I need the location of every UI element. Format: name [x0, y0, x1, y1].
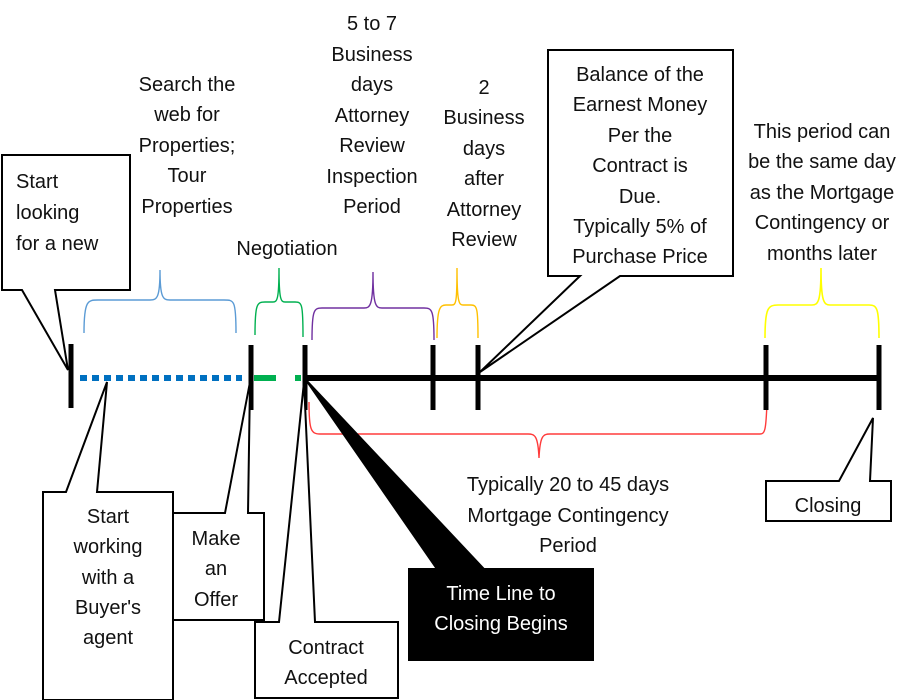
label-negotiation: Negotiation — [236, 238, 337, 260]
callout-text: working — [73, 536, 143, 558]
callout-text: Purchase Price — [572, 246, 708, 268]
label-text: days — [351, 74, 393, 96]
label-text: 5 to 7 — [347, 13, 397, 35]
label-text: Review — [339, 135, 405, 157]
mortgage-bracket — [308, 401, 768, 459]
earnest-bracket — [436, 267, 479, 339]
label-text: Properties; — [139, 135, 236, 157]
callout-text: Accepted — [284, 667, 367, 689]
label-search: Search the web for Properties; Tour Prop… — [139, 74, 236, 218]
callout-text: an — [205, 558, 227, 580]
label-text: Properties — [141, 196, 232, 218]
callout-text: Contract is — [592, 155, 688, 177]
callout-text: Buyer's — [75, 597, 141, 619]
callout-buyers-agent: Start working with a Buyer's agent — [42, 381, 174, 700]
label-text: Negotiation — [236, 238, 337, 260]
label-text: be the same day — [748, 151, 896, 173]
callout-contract-accepted: Contract Accepted — [254, 381, 399, 699]
label-text: This period can — [754, 121, 891, 143]
label-text: Search the — [139, 74, 236, 96]
label-attorney-review: 5 to 7 Business days Attorney Review Ins… — [326, 13, 417, 218]
label-text: Business — [331, 44, 412, 66]
callout-text: with a — [81, 567, 135, 589]
callout-text: for a new — [16, 233, 99, 255]
callout-start-looking: Start looking for a new — [1, 154, 131, 371]
label-text: days — [463, 138, 505, 160]
callout-text: Closing — [795, 495, 862, 517]
label-text: Typically 20 to 45 days — [467, 474, 669, 496]
callout-text: looking — [16, 202, 79, 224]
label-text: Tour — [168, 165, 207, 187]
label-text: Contingency or — [755, 212, 890, 234]
label-text: as the Mortgage — [750, 182, 895, 204]
search-bracket — [83, 269, 237, 334]
label-text: after — [464, 168, 504, 190]
callout-text: Start — [16, 171, 59, 193]
callout-text: Due. — [619, 186, 661, 208]
callout-earnest-money: Balance of the Earnest Money Per the Con… — [479, 49, 734, 373]
label-text: Business — [443, 107, 524, 129]
callout-text: Typically 5% of — [573, 216, 707, 238]
callout-text: agent — [83, 627, 133, 649]
label-text: Mortgage Contingency — [467, 505, 668, 527]
label-text: web for — [153, 104, 220, 126]
label-text: Period — [539, 535, 597, 557]
callout-text: Start — [87, 506, 130, 528]
callout-text: Per the — [608, 125, 672, 147]
callout-closing: Closing — [765, 417, 892, 522]
callout-text: Closing Begins — [434, 613, 567, 635]
label-text: Period — [343, 196, 401, 218]
label-text: Attorney — [447, 199, 521, 221]
label-text: Review — [451, 229, 517, 251]
label-mortgage-contingency: Typically 20 to 45 days Mortgage Conting… — [467, 474, 669, 557]
closing-period-bracket — [764, 267, 880, 339]
callout-timeline-begins: Time Line to Closing Begins — [305, 379, 594, 661]
label-text: Inspection — [326, 166, 417, 188]
callout-text: Offer — [194, 589, 238, 611]
label-after-review: 2 Business days after Attorney Review — [443, 77, 524, 251]
negotiation-bracket — [254, 267, 304, 338]
attorney-bracket — [311, 271, 435, 341]
callout-text: Make — [192, 528, 241, 550]
label-text: 2 — [478, 77, 489, 99]
callout-text: Earnest Money — [573, 94, 708, 116]
callout-text: Balance of the — [576, 64, 704, 86]
label-closing-period: This period can be the same day as the M… — [748, 121, 896, 265]
label-text: months later — [767, 243, 877, 265]
callout-make-offer: Make an Offer — [172, 381, 265, 621]
label-text: Attorney — [335, 105, 409, 127]
callout-text: Contract — [288, 637, 364, 659]
callout-text: Time Line to — [446, 583, 555, 605]
